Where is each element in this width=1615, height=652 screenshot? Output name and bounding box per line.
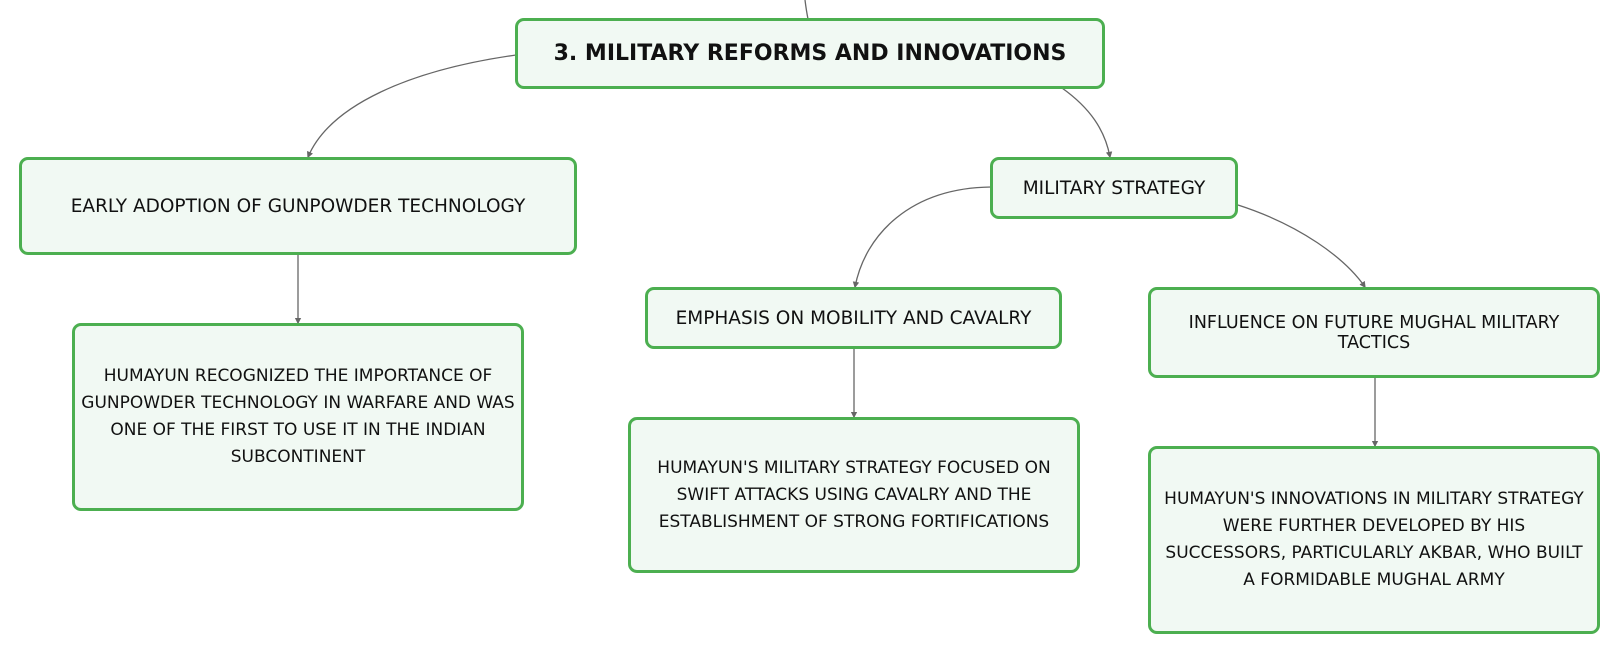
connector-strategy-to-mobility: [852, 186, 992, 289]
node-gunpowder-technology[interactable]: EARLY ADOPTION OF GUNPOWDER TECHNOLOGY: [19, 157, 577, 255]
connector-parent-to-root: [804, 0, 809, 20]
node-mobility-cavalry[interactable]: EMPHASIS ON MOBILITY AND CAVALRY: [645, 287, 1062, 349]
node-military-strategy[interactable]: MILITARY STRATEGY: [990, 157, 1238, 219]
node-gunpowder-technology-label: EARLY ADOPTION OF GUNPOWDER TECHNOLOGY: [70, 195, 526, 217]
node-military-strategy-label: MILITARY STRATEGY: [1022, 177, 1206, 199]
node-future-tactics-label: INFLUENCE ON FUTURE MUGHAL MILITARY TACT…: [1188, 312, 1560, 353]
node-mobility-cavalry-label: EMPHASIS ON MOBILITY AND CAVALRY: [675, 307, 1032, 329]
node-gunpowder-detail-text: HUMAYUN RECOGNIZED THE IMPORTANCE OF GUN…: [81, 366, 515, 467]
connector-root-to-gunpowder: [307, 54, 517, 159]
connector-root-to-strategy: [1061, 87, 1113, 159]
node-mobility-detail-text: HUMAYUN'S MILITARY STRATEGY FOCUSED ON S…: [657, 457, 1051, 532]
node-mobility-detail[interactable]: HUMAYUN'S MILITARY STRATEGY FOCUSED ON S…: [628, 417, 1080, 573]
node-future-tactics-detail-text: HUMAYUN'S INNOVATIONS IN MILITARY STRATE…: [1164, 489, 1584, 590]
node-military-reforms[interactable]: 3. MILITARY REFORMS AND INNOVATIONS: [515, 18, 1105, 89]
connector-strategy-to-influence: [1237, 204, 1366, 289]
node-future-tactics-detail[interactable]: HUMAYUN'S INNOVATIONS IN MILITARY STRATE…: [1148, 446, 1600, 634]
node-military-reforms-label: 3. MILITARY REFORMS AND INNOVATIONS: [553, 41, 1067, 66]
node-gunpowder-detail[interactable]: HUMAYUN RECOGNIZED THE IMPORTANCE OF GUN…: [72, 323, 524, 511]
node-future-tactics[interactable]: INFLUENCE ON FUTURE MUGHAL MILITARY TACT…: [1148, 287, 1600, 378]
